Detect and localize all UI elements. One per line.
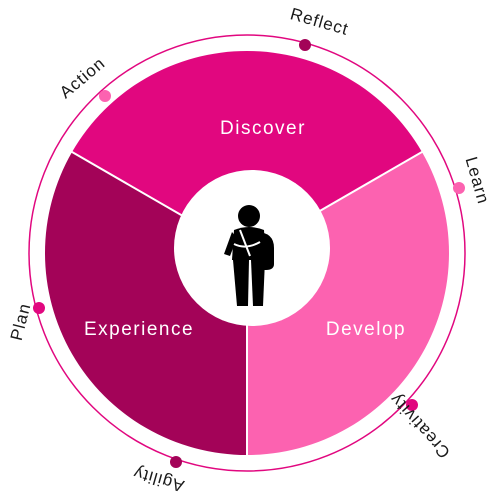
ring-dot-action [99, 90, 111, 102]
ring-label-agility: Agility [131, 463, 187, 496]
ring-label-plan: Plan [7, 301, 35, 342]
segment-label-discover: Discover [220, 118, 306, 139]
segment-label-experience: Experience [84, 319, 194, 340]
ring-dot-plan [33, 302, 45, 314]
ring-label-learn: Learn [461, 155, 490, 207]
segment-experience [44, 152, 247, 455]
outer-ring [28, 34, 466, 472]
ring-dot-agility [170, 456, 182, 468]
ring-dot-creativity [406, 399, 418, 411]
segment-discover [72, 51, 422, 223]
ring-label-creativity: Creativity [386, 389, 454, 462]
person-with-backpack-icon [224, 205, 274, 306]
segment-develop [247, 152, 449, 455]
ring-label-reflect: Reflect [288, 4, 351, 39]
ring-dot-reflect [299, 39, 311, 51]
segment-label-develop: Develop [326, 319, 406, 340]
ring-dot-learn [453, 182, 465, 194]
separator-line [69, 150, 196, 224]
